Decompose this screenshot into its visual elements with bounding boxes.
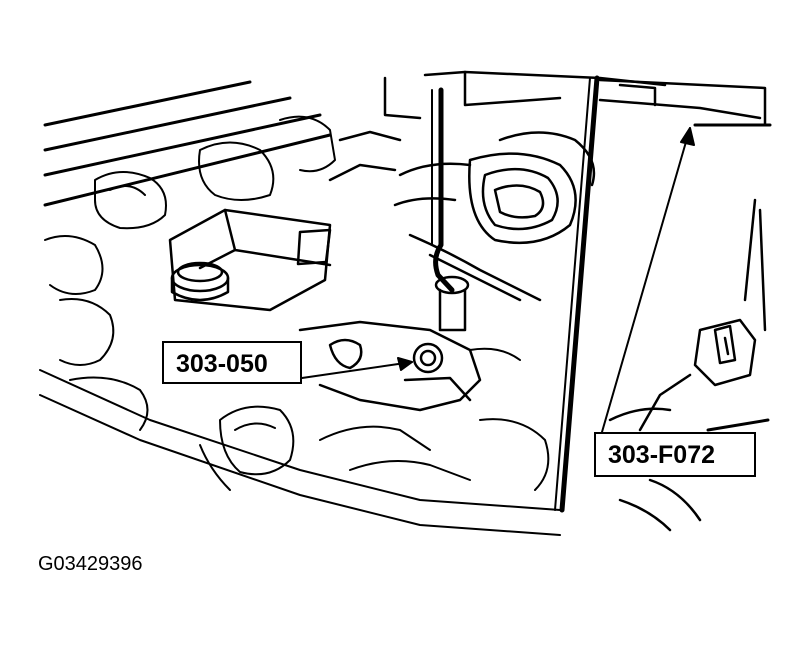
reservoir-tank	[168, 208, 332, 312]
leader-303-f072	[601, 127, 695, 433]
tool-rod	[559, 75, 600, 513]
right-bracket	[608, 198, 767, 532]
callout-label-303-050: 303-050	[162, 341, 302, 384]
leader-303-050	[301, 357, 413, 379]
mount-bracket	[298, 275, 482, 412]
right-rods	[693, 123, 772, 432]
tool-rod-outline	[554, 77, 591, 511]
tool-handle	[433, 87, 455, 293]
intake-ribs	[393, 131, 596, 302]
lower-components	[199, 347, 550, 491]
callout-label-303-f072: 303-F072	[594, 432, 756, 477]
left-component-outlines	[39, 115, 561, 536]
hood-edge-lines	[43, 80, 332, 207]
upper-housing	[328, 70, 767, 182]
figure-id-label: G03429396	[38, 553, 143, 575]
